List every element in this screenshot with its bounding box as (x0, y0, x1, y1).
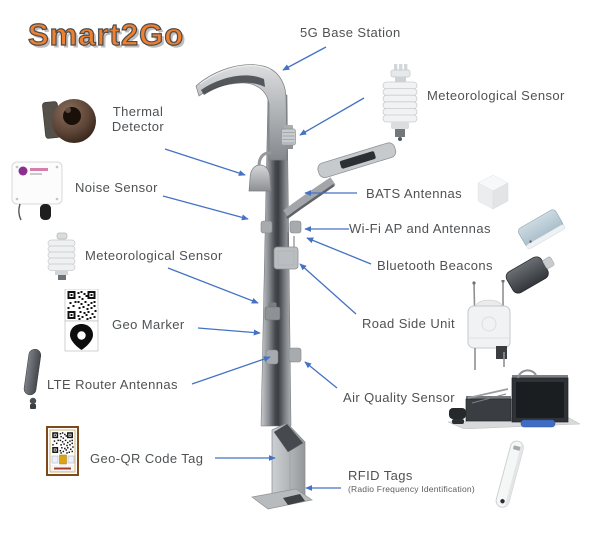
top-lamp-arm (195, 64, 288, 161)
arrow-5g-base-station (282, 46, 327, 71)
label-rfid-tags-subtitle: (Radio Frequency Identification) (348, 484, 475, 494)
thermal-detector-photo (38, 90, 96, 157)
bluetooth-beacon-photo (502, 248, 560, 305)
label-meteorological-sensor-left: Meteorological Sensor (85, 248, 223, 263)
label-air-quality-sensor: Air Quality Sensor (343, 390, 455, 405)
label-geo-marker: Geo Marker (112, 317, 185, 332)
lte-antenna-photo (17, 347, 47, 416)
base-plate (251, 488, 313, 510)
label-lte-router-antennas: LTE Router Antennas (47, 377, 178, 392)
arrow-met-sensor-right (299, 97, 365, 136)
geo-qr-code-tag-photo (46, 426, 80, 483)
arrow-thermal-detector (164, 148, 246, 176)
arrow-lte-router-antennas (191, 356, 271, 385)
arrow-road-side-unit (299, 263, 357, 315)
arrow-bluetooth-beacons (306, 237, 372, 265)
label-geo-qr-code-tag: Geo-QR Code Tag (90, 451, 204, 466)
geo-marker-qr-photo (64, 288, 100, 358)
wifi-ap-photo (512, 202, 568, 257)
pole-mid-device (264, 302, 281, 321)
arrow-met-sensor-left (167, 267, 259, 304)
label-bats-antennas: BATS Antennas (366, 186, 463, 201)
label-5g-base-station: 5G Base Station (300, 25, 401, 40)
noise-sensor-photo (0, 156, 64, 227)
second-lamp-arm (283, 142, 397, 220)
arrow-geo-marker (197, 327, 261, 336)
label-wifi-ap-antennas: Wi-Fi AP and Antennas (349, 221, 491, 236)
brand-title: Smart2Go (27, 16, 185, 52)
label-noise-sensor: Noise Sensor (75, 180, 158, 195)
rsu-box (273, 232, 299, 270)
label-rfid-tags: RFID Tags (348, 468, 413, 483)
rfid-tag-photo (489, 436, 529, 519)
road-side-unit-photo (460, 279, 518, 377)
air-quality-sensor-photo (446, 367, 582, 434)
arrow-air-quality-sensor (304, 361, 338, 389)
thermal-dome (248, 151, 272, 192)
bats-antenna-cube-photo (472, 170, 514, 217)
meteorological-sensor-photo (44, 232, 80, 287)
label-meteorological-sensor-right: Meteorological Sensor (427, 88, 565, 103)
pointer-arrows (162, 46, 372, 491)
wifi-antenna-brackets (260, 220, 302, 234)
label-thermal-detector: Thermal Detector (111, 104, 165, 134)
label-road-side-unit: Road Side Unit (362, 316, 456, 331)
arrow-noise-sensor (162, 195, 249, 221)
pole-base-cabinet (271, 422, 306, 498)
label-bluetooth-beacons: Bluetooth Beacons (377, 258, 493, 273)
pole-met-sensor (281, 125, 296, 149)
meteorological-sensor-photo (374, 64, 426, 149)
